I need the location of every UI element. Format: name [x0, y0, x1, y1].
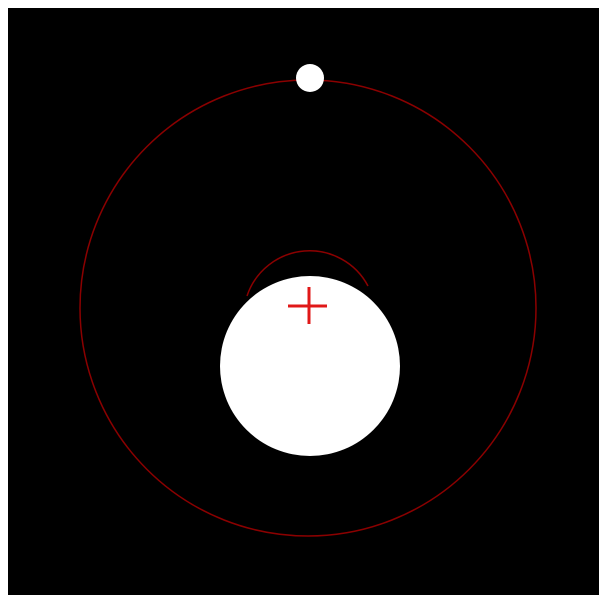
orbiting-body [296, 64, 324, 92]
